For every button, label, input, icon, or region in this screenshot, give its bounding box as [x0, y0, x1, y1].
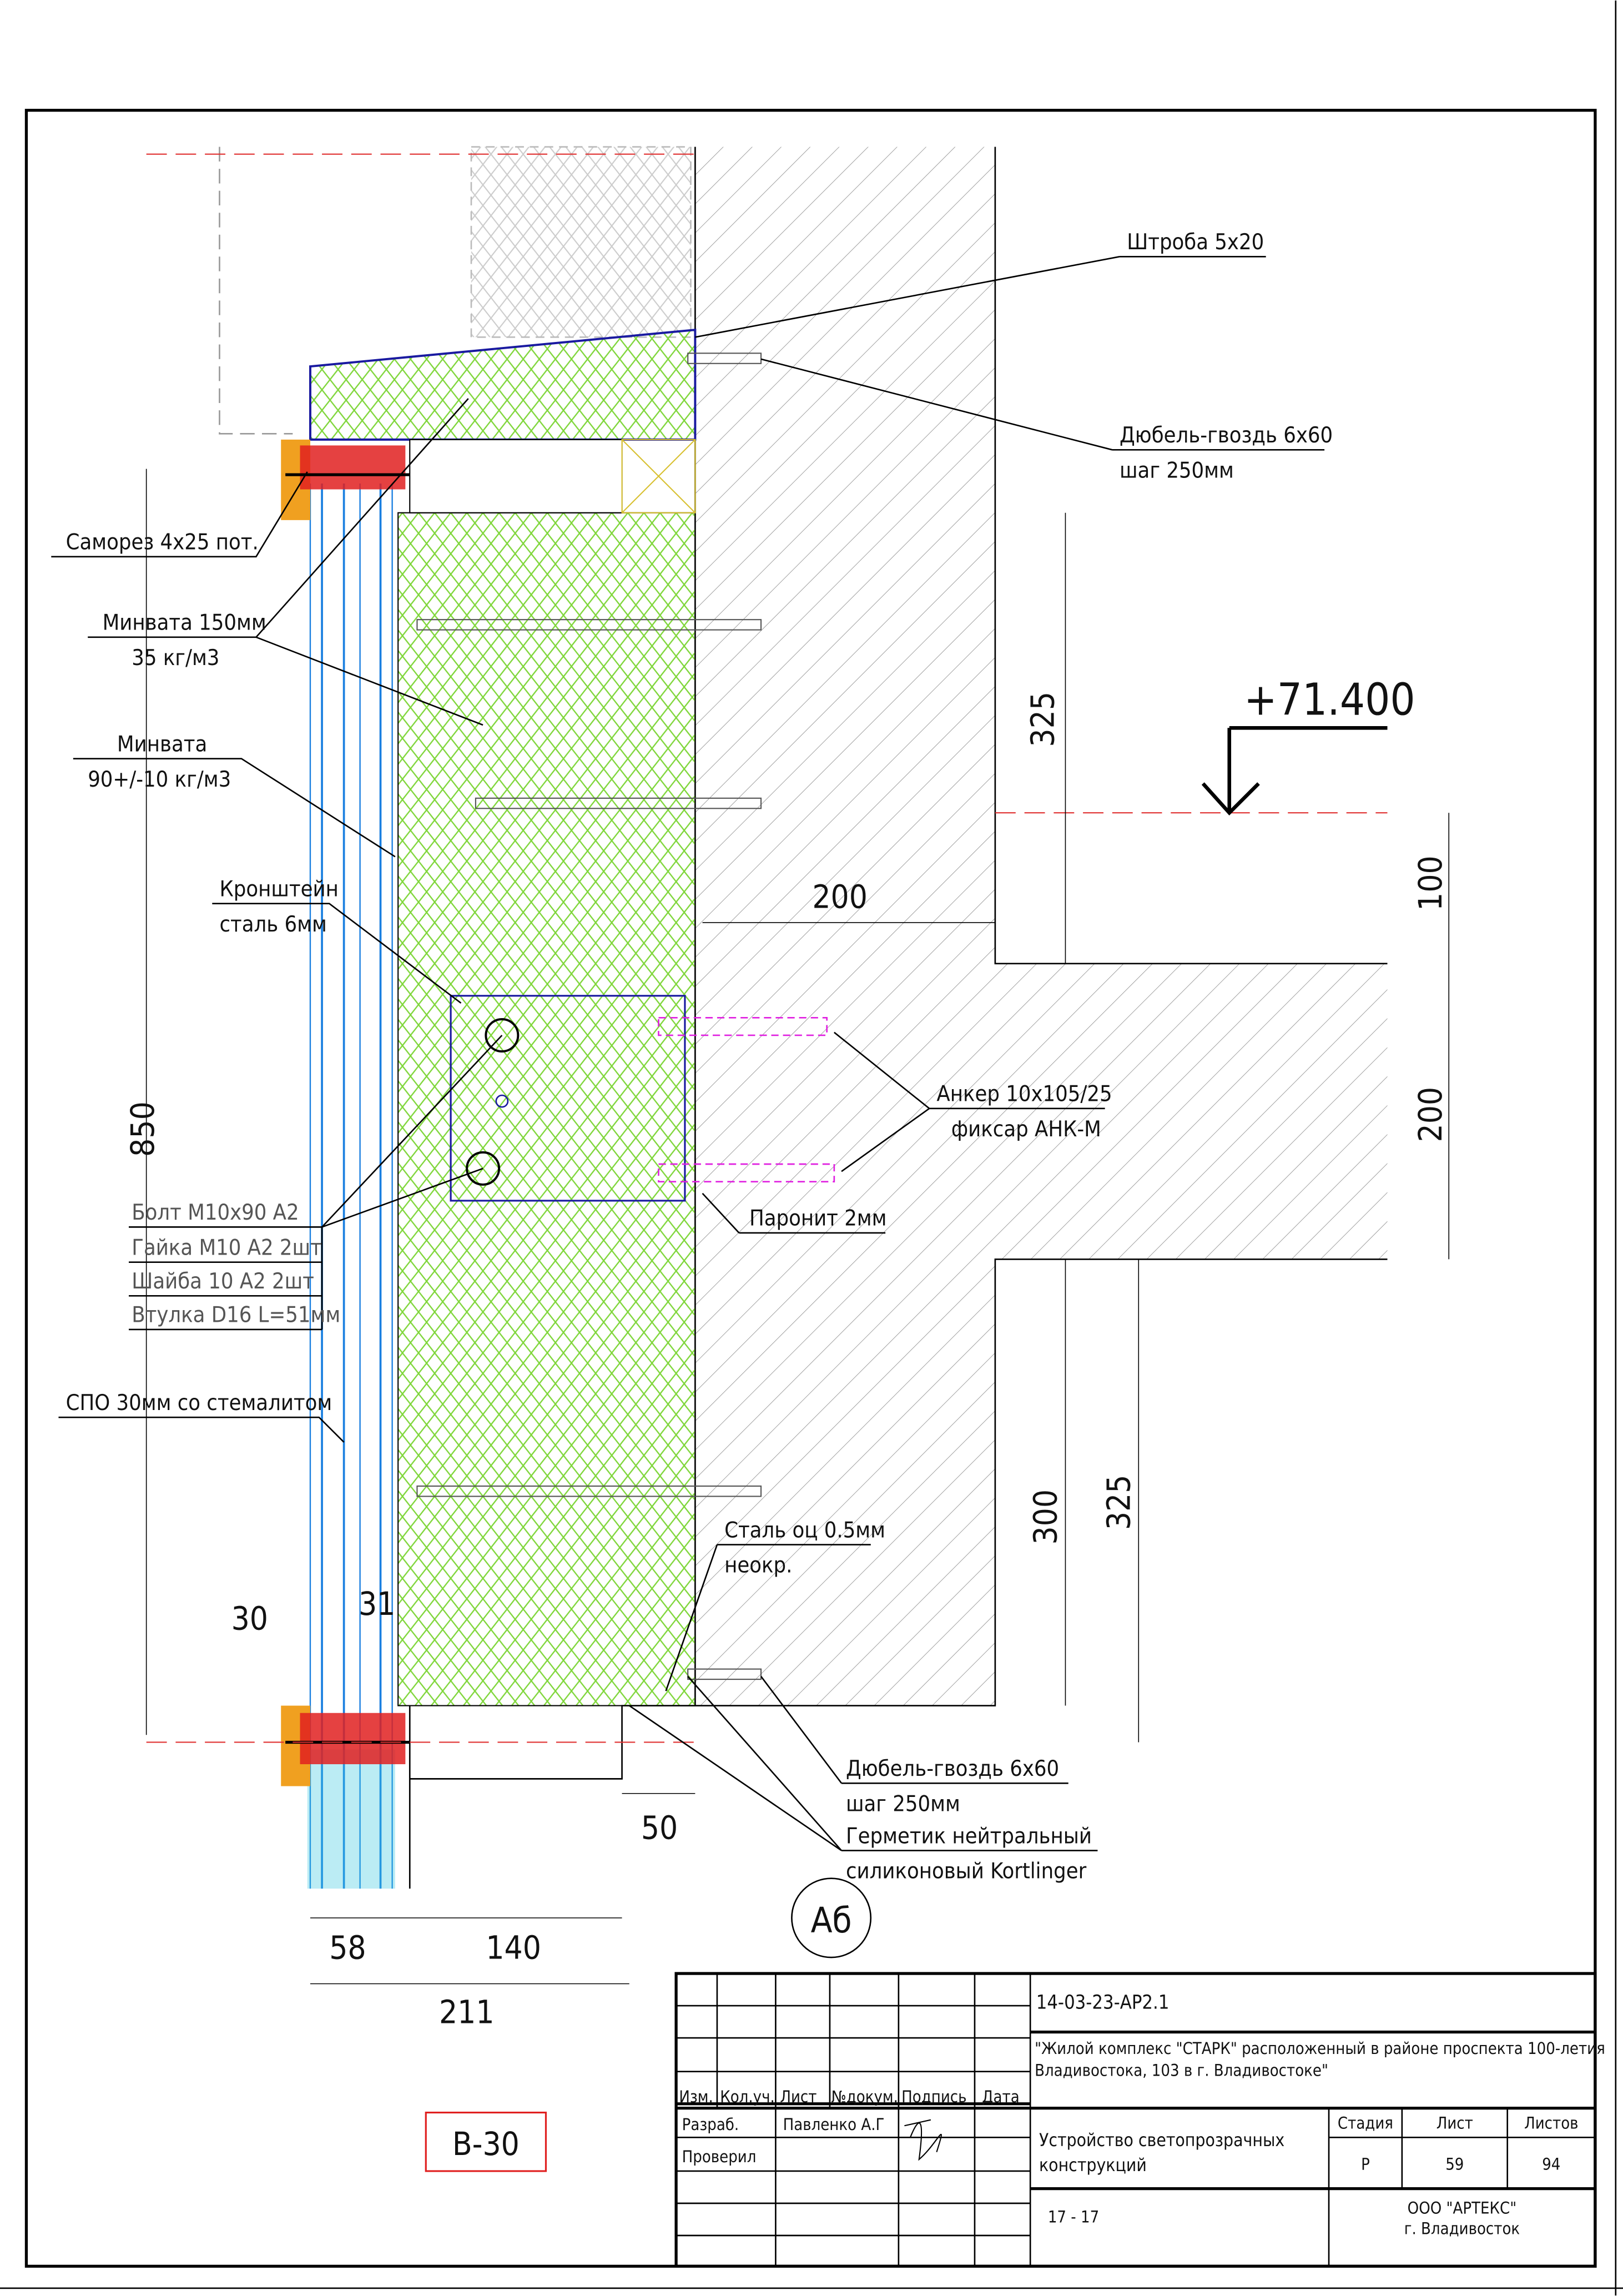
header-izm: Изм. — [679, 2087, 713, 2106]
insulation — [309, 328, 697, 1706]
bottom-reveal — [409, 1705, 695, 1889]
project-name-1: "Жилой комплекс "СТАРК" расположенный в … — [1035, 2039, 1605, 2058]
frame-profile-bottom — [281, 1705, 410, 1786]
doc-code: 14-03-23-АР2.1 — [1036, 1991, 1170, 2013]
header-list: Лист — [780, 2087, 816, 2106]
dimension-lines — [145, 469, 1450, 1985]
dim-30: 30 — [231, 1599, 268, 1637]
label-dowel-bottom-step: шаг 250мм — [846, 1791, 960, 1816]
title-block — [674, 1972, 1597, 2268]
header-doc: №докум. — [831, 2087, 898, 2106]
dim-200-h: 200 — [812, 878, 868, 916]
label-sealant: Герметик нейтральный — [846, 1823, 1092, 1849]
label-dowel-top: Дюбель-гвоздь 6х60 — [1120, 422, 1333, 448]
dim-100: 100 — [1412, 855, 1449, 911]
label-anchor: Анкер 10х105/25 — [936, 1081, 1112, 1107]
label-minvata150-density: 35 кг/м3 — [132, 645, 219, 671]
sheet-code-box — [425, 2111, 547, 2172]
label-steel: Сталь оц 0.5мм — [724, 1517, 885, 1543]
label-dowel-bottom: Дюбель-гвоздь 6х60 — [846, 1756, 1059, 1781]
concrete-wall — [694, 147, 1388, 1706]
stage-label: Стадия — [1338, 2114, 1393, 2133]
company-city: г. Владивосток — [1404, 2219, 1520, 2238]
label-spo: СПО 30мм со стемалитом — [66, 1390, 332, 1416]
bolt-icon — [466, 1151, 501, 1186]
label-shtroba: Штроба 5х20 — [1127, 229, 1264, 255]
checked-label: Проверил — [682, 2147, 757, 2166]
dim-325-top: 325 — [1024, 692, 1061, 747]
label-minvata90-density: 90+/-10 кг/м3 — [88, 767, 231, 792]
dim-325-bot: 325 — [1100, 1475, 1137, 1530]
upper-insulation — [470, 146, 692, 338]
signature — [904, 2119, 942, 2161]
project-name-2: Владивостока, 103 в г. Владивостоке" — [1035, 2061, 1328, 2080]
dim-50: 50 — [641, 1809, 678, 1846]
elevation-arrow-icon — [1201, 726, 1388, 816]
anchors — [658, 1017, 835, 1182]
label-bracket: Кронштейн — [219, 877, 338, 902]
dim-211: 211 — [439, 1993, 495, 2031]
header-date: Дата — [982, 2087, 1020, 2106]
frame-profile-top — [281, 439, 410, 520]
sheet-title-2: конструкций — [1039, 2156, 1147, 2176]
dim-31: 31 — [359, 1585, 395, 1623]
header-sign: Подпись — [901, 2087, 966, 2106]
label-nut: Гайка М10 А2 2шт — [132, 1235, 322, 1260]
label-sleeve: Втулка D16 L=51мм — [132, 1302, 340, 1328]
label-bolt: Болт М10х90 А2 — [132, 1200, 299, 1225]
sheet-label: Лист — [1436, 2114, 1473, 2133]
label-samorez: Саморез 4х25 пот. — [66, 530, 259, 555]
leader-lines — [51, 255, 1325, 1851]
label-bracket-material: сталь 6мм — [219, 912, 326, 937]
sheets-label: Листов — [1524, 2114, 1578, 2133]
dowels — [416, 353, 762, 1680]
dim-200-v: 200 — [1412, 1087, 1449, 1142]
label-dowel-top-step: шаг 250мм — [1120, 457, 1234, 483]
elevation-value: +71.400 — [1244, 674, 1415, 726]
dim-850: 850 — [124, 1101, 162, 1157]
label-minvata90: Минвата — [117, 731, 207, 757]
sheet-code: В-30 — [452, 2125, 520, 2163]
dim-140: 140 — [486, 1929, 541, 1967]
sheet-title-1: Устройство светопрозрачных — [1039, 2131, 1284, 2151]
company-name: ООО "АРТЕКС" — [1408, 2198, 1517, 2217]
label-sealant-brand: силиконовый Kortlinger — [846, 1859, 1087, 1884]
sheet-value: 59 — [1445, 2154, 1464, 2173]
header-kol: Кол.уч. — [720, 2087, 775, 2106]
range: 17 - 17 — [1048, 2207, 1099, 2226]
developed-label: Разраб. — [682, 2115, 739, 2134]
sheets-value: 94 — [1542, 2154, 1560, 2173]
section-mark-circle — [791, 1877, 872, 1958]
upper-outline — [219, 147, 293, 435]
dim-300: 300 — [1027, 1489, 1065, 1545]
label-paronit: Паронит 2мм — [749, 1206, 887, 1231]
glass-unit — [307, 483, 395, 1889]
label-steel-note: неокр. — [724, 1553, 792, 1578]
section-mark: Аб — [811, 1900, 852, 1941]
developed-name: Павленко А.Г — [783, 2115, 885, 2134]
stage-value: Р — [1361, 2154, 1370, 2173]
label-washer: Шайба 10 А2 2шт — [132, 1268, 314, 1294]
bracket — [450, 995, 686, 1202]
label-minvata150: Минвата 150мм — [103, 610, 266, 636]
label-anchor-type: фиксар АНК-М — [951, 1116, 1101, 1142]
dim-58: 58 — [329, 1929, 366, 1967]
bolt-icon — [485, 1018, 520, 1053]
